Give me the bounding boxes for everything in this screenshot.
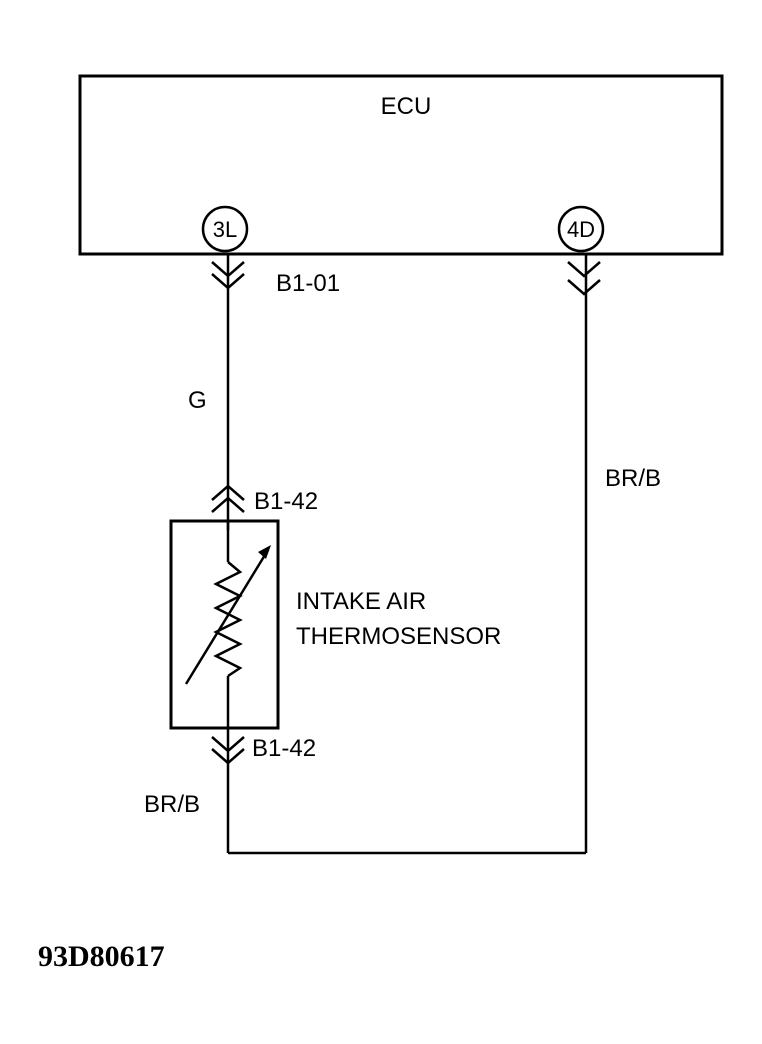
pin-3l-label: 3L [213,217,237,242]
ecu-label: ECU [381,93,432,120]
sensor-box [169,519,280,730]
thermistor-symbol [184,521,271,728]
connector-b1-01-label: B1-01 [276,270,340,297]
sensor-label-line2: THERMOSENSOR [296,623,501,650]
connector-b1-42-top-label: B1-42 [254,488,318,515]
pin-4d-label: 4D [567,217,595,242]
connector-b1-01 [211,261,245,290]
pin-4d: 4D [557,205,605,253]
connector-b1-42-bottom-label: B1-42 [252,735,316,762]
ecu-box [78,74,724,256]
pin-3l: 3L [201,205,249,253]
connector-4d [567,261,601,296]
sensor-label-line1: INTAKE AIR [296,588,426,615]
connector-b1-42-top [211,484,245,513]
wire-color-g: G [188,387,207,414]
wire-color-brb-right: BR/B [605,465,661,492]
figure-id: 93D80617 [38,940,165,973]
wire-color-brb-left: BR/B [144,791,200,818]
